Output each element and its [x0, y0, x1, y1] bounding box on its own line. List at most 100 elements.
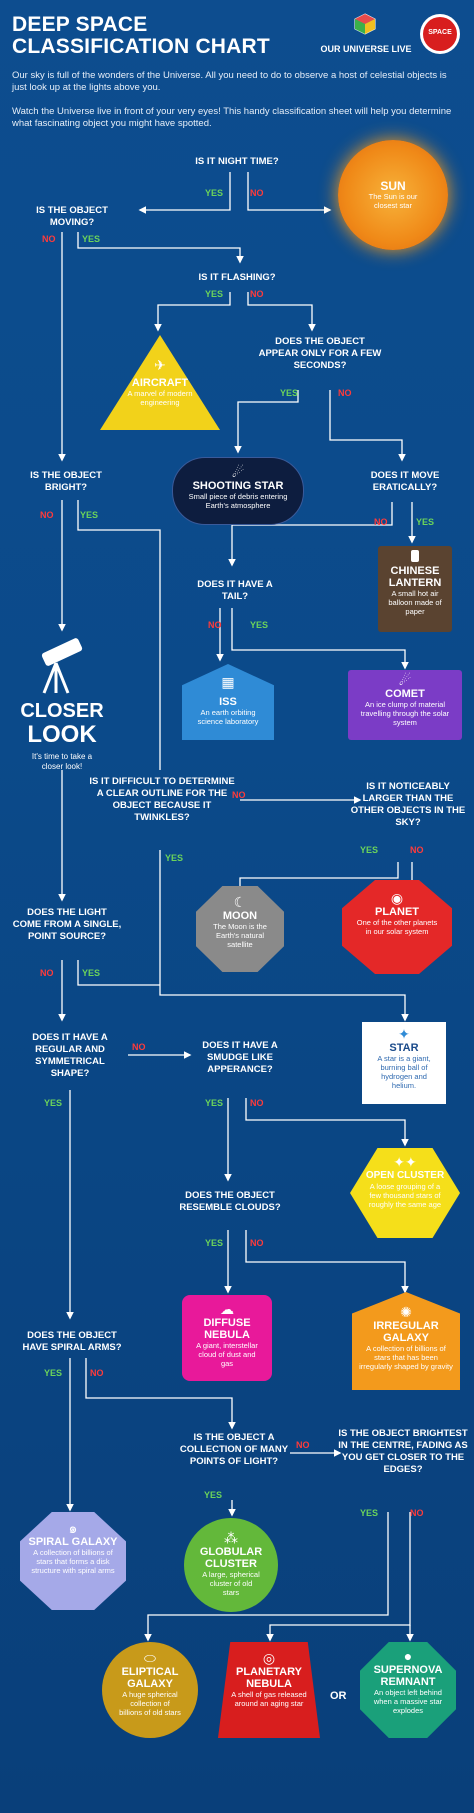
planetary-nebula-desc: A shell of gas released around an aging … — [231, 1690, 307, 1708]
closer-look-title-1: CLOSER — [20, 700, 104, 722]
or-label: OR — [330, 1690, 347, 1702]
label-yes: YES — [416, 517, 435, 527]
result-spiral-galaxy: ๑ SPIRAL GALAXY A collection of billions… — [20, 1512, 126, 1610]
star-title: STAR — [389, 1042, 419, 1054]
comet-icon: ☄ — [398, 672, 412, 688]
planet-icon: ◉ — [390, 890, 404, 906]
label-no: NO — [40, 968, 54, 978]
moon-title: MOON — [222, 910, 258, 922]
aircraft-desc: A marvel of modern engineering — [127, 389, 193, 407]
cluster-icon: ✦✦ — [393, 1154, 417, 1170]
chinese-lantern-desc: A small hot air balloon made of paper — [388, 589, 442, 616]
spiral-galaxy-icon: ๑ — [68, 1520, 78, 1536]
planet-title: PLANET — [375, 906, 419, 918]
label-yes: YES — [205, 188, 224, 198]
result-moon: ☾ MOON The Moon is the Earth's natural s… — [196, 886, 284, 972]
closer-look-desc: It's time to take a closer look! — [31, 752, 93, 771]
question-flashing: IS IT FLASHING? — [198, 272, 276, 283]
comet-desc: An ice clump of material travelling thro… — [360, 700, 450, 727]
result-globular-cluster: ⁂ GLOBULAR CLUSTER A large, spherical cl… — [184, 1518, 278, 1612]
closer-look-title-2: LOOK — [27, 721, 97, 748]
sun-title: SUN — [380, 179, 406, 193]
question-few-seconds: DOES THE OBJECT APPEAR ONLY FOR A FEW SE… — [258, 336, 382, 371]
question-smudge: DOES IT HAVE A SMUDGE LIKE APPERANCE? — [202, 1040, 278, 1075]
intro-paragraph-2: Watch the Universe live in front of your… — [12, 106, 452, 129]
label-yes: YES — [205, 1238, 224, 1248]
title-line-1: DEEP SPACE — [12, 13, 148, 36]
result-planet: ◉ PLANET One of the other planets in our… — [342, 880, 452, 974]
open-cluster-desc: A loose grouping of a few thousand stars… — [368, 1182, 442, 1209]
question-point-source: DOES THE LIGHT COME FROM A SINGLE, POINT… — [12, 907, 122, 942]
sun-desc: The Sun is our closest star — [368, 192, 418, 210]
question-eratically: DOES IT MOVE ERATICALLY? — [370, 470, 440, 493]
result-eliptical-galaxy: ⬭ ELIPTICAL GALAXY A huge spherical coll… — [102, 1642, 198, 1738]
star-icon: ✦ — [398, 1026, 410, 1042]
label-yes: YES — [82, 234, 101, 244]
question-spiral-arms: DOES THE OBJECT HAVE SPIRAL ARMS? — [22, 1330, 122, 1353]
closer-look: CLOSER LOOK It's time to take a closer l… — [10, 700, 114, 772]
planet-desc: One of the other planets in our solar sy… — [356, 918, 438, 936]
label-yes: YES — [360, 845, 379, 855]
question-moving: IS THE OBJECT MOVING? — [36, 205, 108, 228]
moon-desc: The Moon is the Earth's natural satellit… — [213, 922, 267, 949]
label-yes: YES — [250, 620, 269, 630]
label-no: NO — [410, 845, 424, 855]
irregular-galaxy-desc: A collection of billions of stars that h… — [359, 1344, 453, 1371]
chinese-lantern-title: CHINESE LANTERN — [388, 565, 442, 589]
question-outline: IS IT DIFFICULT TO DETERMINE A CLEAR OUT… — [89, 776, 235, 823]
planetary-nebula-title: PLANETARY NEBULA — [236, 1666, 302, 1690]
eliptical-galaxy-title: ELIPTICAL GALAXY — [121, 1666, 179, 1690]
label-no: NO — [250, 1098, 264, 1108]
diffuse-nebula-title: DIFFUSE NEBULA — [203, 1317, 251, 1341]
globular-cluster-icon: ⁂ — [224, 1530, 238, 1546]
diffuse-nebula-desc: A giant, interstellar cloud of dust and … — [196, 1341, 258, 1368]
question-clouds: DOES THE OBJECT RESEMBLE CLOUDS? — [179, 1190, 281, 1213]
result-comet: ☄ COMET An ice clump of material travell… — [348, 670, 462, 740]
cube-logo-icon — [354, 13, 376, 35]
supernova-remnant-title: SUPERNOVA REMNANT — [373, 1664, 443, 1688]
question-larger: IS IT NOTICEABLY LARGER THAN THE OTHER O… — [350, 781, 466, 828]
title-line-2: CLASSIFICATION CHART — [12, 35, 270, 58]
label-no: NO — [208, 620, 222, 630]
eliptical-galaxy-desc: A huge spherical collection of billions … — [119, 1690, 181, 1717]
result-chinese-lantern: CHINESE LANTERN A small hot air balloon … — [378, 546, 452, 632]
label-yes: YES — [205, 289, 224, 299]
label-no: NO — [132, 1042, 146, 1052]
star-desc: A star is a giant, burning ball of hydro… — [377, 1054, 431, 1090]
label-no: NO — [250, 188, 264, 198]
intro-paragraph-1: Our sky is full of the wonders of the Un… — [12, 70, 447, 93]
irregular-galaxy-title: IRREGULAR GALAXY — [373, 1320, 439, 1344]
label-no: NO — [232, 790, 246, 800]
iss-title: ISS — [219, 696, 237, 708]
open-cluster-title: OPEN CLUSTER — [365, 1170, 445, 1181]
label-no: NO — [296, 1440, 310, 1450]
brand-logo — [335, 12, 395, 41]
supernova-remnant-desc: An object left behind when a massive sta… — [373, 1688, 443, 1715]
airplane-icon: ✈ — [154, 357, 166, 373]
galaxy-icon: ✺ — [400, 1304, 412, 1320]
label-no: NO — [374, 517, 388, 527]
label-no: NO — [250, 1238, 264, 1248]
result-sun: SUN The Sun is our closest star — [338, 140, 448, 250]
shooting-star-title: SHOOTING STAR — [192, 480, 284, 492]
satellite-icon: ▦ — [221, 674, 235, 690]
label-no: NO — [338, 388, 352, 398]
page-title: DEEP SPACE CLASSIFICATION CHART — [12, 14, 270, 58]
result-star: ✦ STAR A star is a giant, burning ball o… — [362, 1022, 446, 1104]
label-yes: YES — [44, 1368, 63, 1378]
question-bright: IS THE OBJECT BRIGHT? — [30, 470, 102, 493]
question-collection: IS THE OBJECT A COLLECTION OF MANY POINT… — [179, 1432, 289, 1467]
label-yes: YES — [280, 388, 299, 398]
label-no: NO — [90, 1368, 104, 1378]
badge-circle — [423, 17, 457, 51]
planetary-nebula-icon: ◎ — [262, 1650, 276, 1666]
spiral-galaxy-title: SPIRAL GALAXY — [28, 1536, 118, 1548]
aircraft-title: AIRCRAFT — [131, 377, 189, 389]
brand-name: OUR UNIVERSE LIVE — [320, 44, 412, 54]
shooting-star-icon: ☄ — [231, 464, 245, 480]
label-yes: YES — [360, 1508, 379, 1518]
comet-title: COMET — [385, 688, 425, 700]
label-yes: YES — [80, 510, 99, 520]
label-no: NO — [40, 510, 54, 520]
moon-icon: ☾ — [233, 894, 247, 910]
